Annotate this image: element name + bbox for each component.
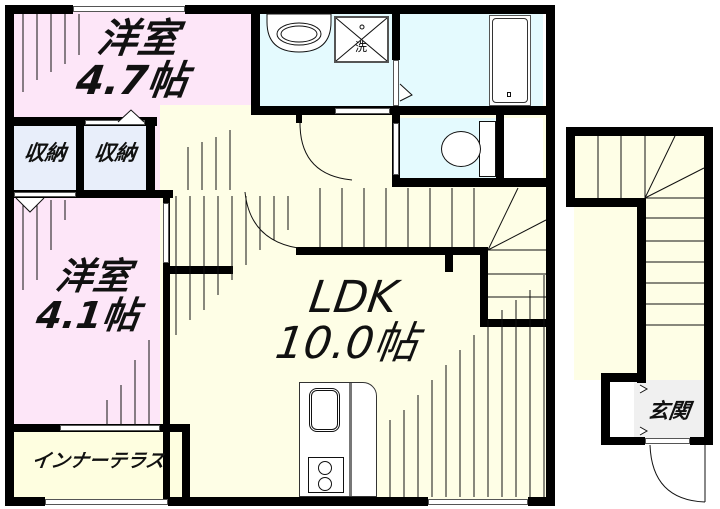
wall-top-mid (185, 5, 555, 14)
cooktop (308, 457, 344, 493)
room-label-ldk: LDK 10.0帖 (244, 272, 457, 370)
burner-2-icon (318, 477, 332, 491)
storage-1-area (14, 126, 76, 190)
wall-stub (170, 266, 233, 274)
room-name: 収納 (22, 141, 68, 165)
western-room-4.1-area (12, 195, 167, 427)
wall-wash-bottom (251, 106, 551, 115)
door-toilet[interactable] (393, 123, 399, 175)
wall-entrance-left (601, 373, 610, 445)
kitchen-counter (299, 382, 377, 497)
window-room2-bottom (60, 425, 160, 431)
toilet-side-area (503, 118, 543, 180)
wall-outer-stair-inner (637, 198, 646, 383)
counter-divider (349, 383, 352, 496)
wall-top-left (5, 5, 73, 14)
wall-right (546, 5, 555, 505)
burner-1-icon (318, 461, 332, 475)
kitchen-sink (309, 388, 340, 432)
room-size: 4.7帖 (73, 58, 191, 104)
washing-machine-cross-icon (335, 17, 388, 62)
door-bath[interactable] (393, 60, 399, 106)
window-room1-top (73, 6, 185, 12)
entrance-closet-area (610, 380, 634, 438)
room-name: 洋室 (53, 255, 134, 298)
room-label-inner-terrace: インナーテラス (11, 450, 186, 472)
wall-outer-stair-notch (566, 198, 646, 207)
wall-room1-hall (296, 115, 302, 123)
window-storage (14, 192, 76, 197)
wall-room2-right (163, 195, 170, 500)
room-label-western-4.7: 洋室 4.7帖 (49, 16, 221, 104)
door-room2[interactable] (163, 203, 169, 263)
wall-bottom-mid (168, 497, 428, 506)
wall-wash-left (251, 5, 260, 110)
wall-outer-stair-right (704, 127, 713, 445)
washing-machine-label: 洗 (355, 40, 368, 54)
wall-entrance-bottom (601, 437, 645, 445)
bathtub-inner (492, 18, 528, 103)
storage-2-area (84, 126, 146, 190)
room-size: 4.1帖 (33, 293, 143, 337)
door-entrance-outer[interactable] (645, 438, 690, 444)
wall-storage-divider (76, 117, 84, 192)
wall-toilet-right (496, 115, 504, 180)
room-label-storage-2: 収納 (82, 141, 147, 165)
room-name: インナーテラス (30, 450, 166, 472)
door-washroom[interactable] (335, 108, 390, 114)
wall-stair-left (480, 247, 488, 327)
room-name: 収納 (92, 141, 138, 165)
room-name: 洋室 (94, 16, 182, 62)
window-terrace-bottom (45, 499, 168, 505)
wall-bottom-left (5, 497, 45, 506)
room-label-entrance: 玄関 (632, 399, 705, 423)
window-ldk-bottom (428, 499, 528, 505)
wall-stair-top (296, 247, 486, 255)
wall-wash-bath-divider (392, 5, 400, 60)
door-storage-2[interactable] (85, 120, 145, 125)
inner-terrace-area (12, 430, 184, 500)
washbasin-icon (266, 13, 332, 53)
wall-left (5, 5, 14, 505)
bathtub (489, 15, 531, 106)
wall-outer-stair-top (566, 127, 712, 136)
room-name: 玄関 (646, 399, 692, 423)
wall-bottom-right (528, 497, 555, 506)
bathtub-drain (507, 92, 511, 97)
wall-entrance-top (601, 373, 646, 382)
washing-machine-pan: 洗 (334, 16, 389, 63)
room-size: 10.0帖 (272, 318, 422, 370)
wall-terrace-right (182, 424, 190, 500)
wall-entrance-bottom-right (690, 437, 713, 445)
room-label-storage-1: 収納 (12, 141, 77, 165)
wall-outer-stair-left (566, 127, 575, 207)
wall-toilet-bottom (392, 178, 552, 187)
wall-storage-right (146, 117, 155, 192)
wall-stair-post (445, 255, 453, 272)
room-name: LDK (306, 272, 401, 323)
wall-storage-bottom (5, 190, 173, 198)
toilet-bowl (441, 131, 481, 167)
room-label-western-4.1: 洋室 4.1帖 (13, 255, 169, 337)
